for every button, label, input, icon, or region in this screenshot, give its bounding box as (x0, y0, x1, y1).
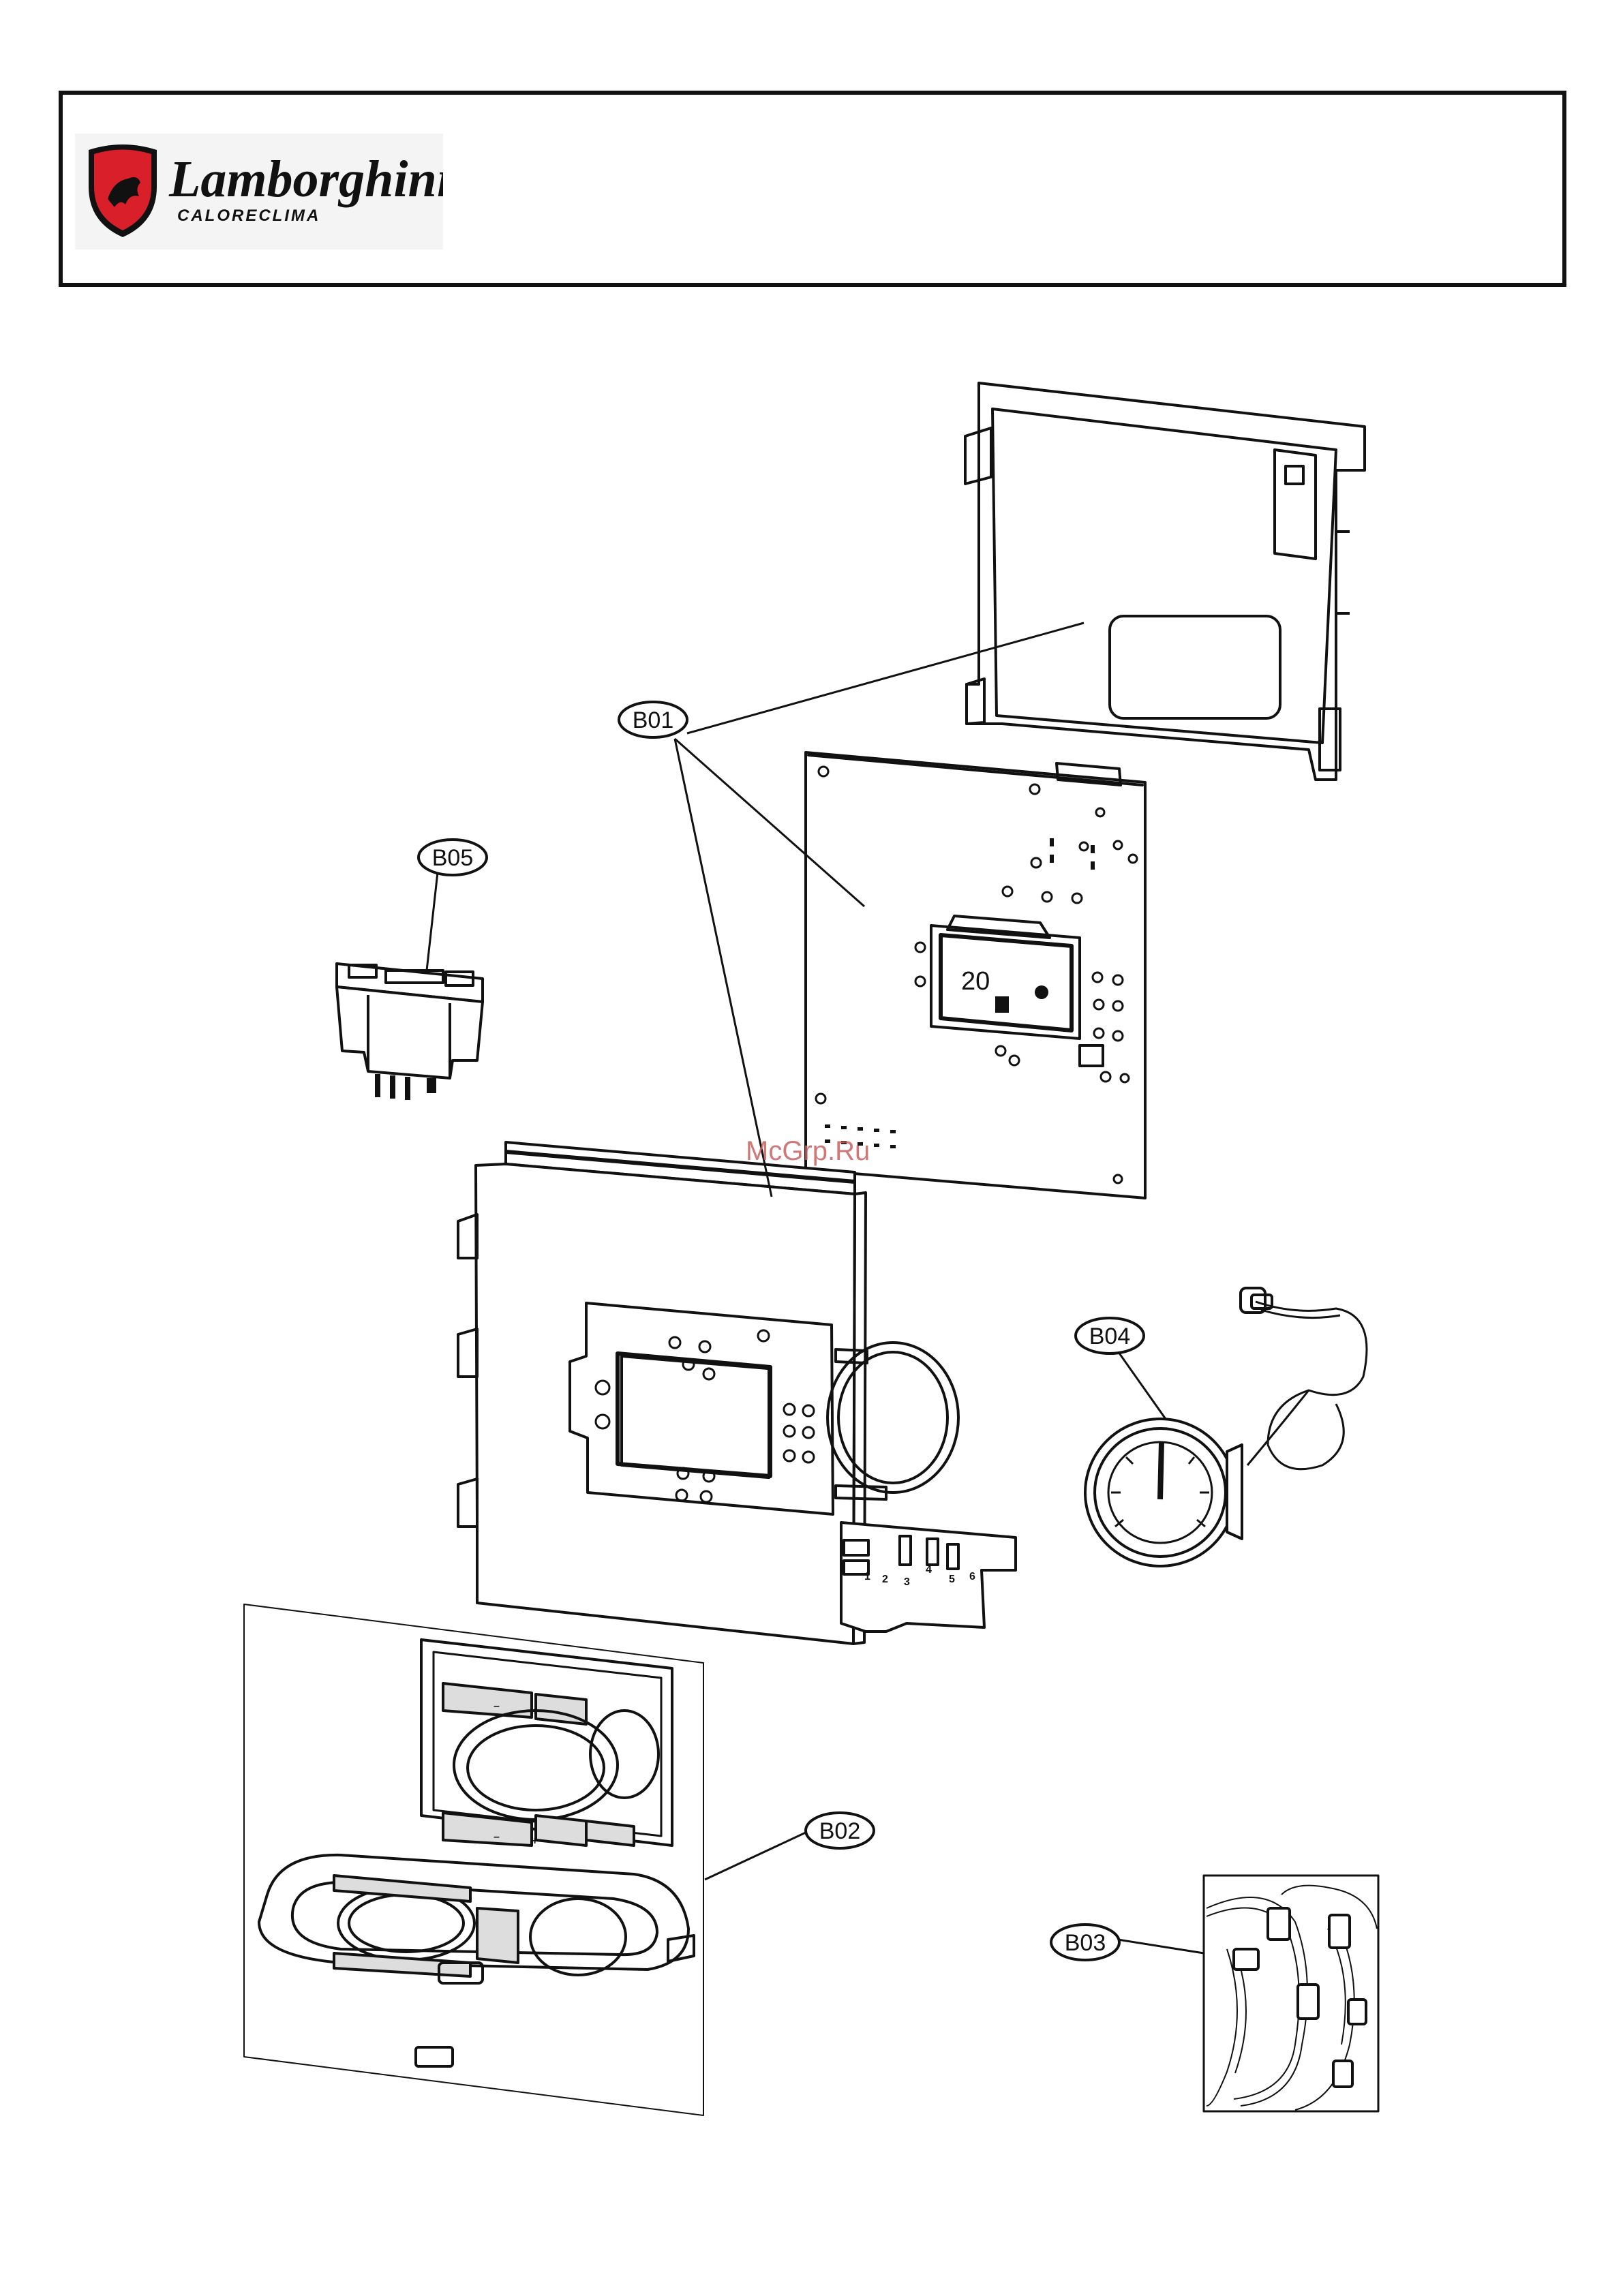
connector-number: 6 (969, 1571, 975, 1582)
svg-text:20: 20 (961, 967, 990, 996)
callout-b04: B04 (1076, 1318, 1144, 1353)
callout-label: B04 (1089, 1323, 1131, 1349)
rear-cover (965, 383, 1365, 780)
watermark-text: McGrp.Ru (746, 1136, 870, 1166)
callout-label: B01 (633, 707, 674, 733)
callout-label: B03 (1065, 1930, 1106, 1956)
svg-text:–: – (494, 1831, 500, 1843)
main-pcb: 20 (806, 752, 1145, 1198)
connector-number: 3 (904, 1576, 910, 1588)
svg-text:+: + (532, 1706, 538, 1717)
svg-text:–: – (494, 1700, 500, 1712)
connector-number: 2 (882, 1574, 888, 1585)
control-housing: 1 2 3 4 5 6 (458, 1142, 1016, 1644)
front-panel-assembly: – + – + (244, 1604, 703, 2115)
connector-number: 4 (926, 1564, 932, 1576)
connector-number: 1 (864, 1571, 870, 1582)
callout-label: B05 (432, 845, 474, 871)
callout-b05: B05 (419, 840, 487, 875)
wiring-harness (1204, 1876, 1378, 2111)
callout-b02: B02 (806, 1813, 874, 1848)
svg-text:+: + (532, 1835, 538, 1847)
callout-label: B02 (819, 1818, 861, 1844)
callout-b03: B03 (1051, 1925, 1119, 1960)
connector-number: 5 (949, 1574, 955, 1585)
relay-component (337, 964, 483, 1100)
callout-b01: B01 (619, 702, 687, 737)
